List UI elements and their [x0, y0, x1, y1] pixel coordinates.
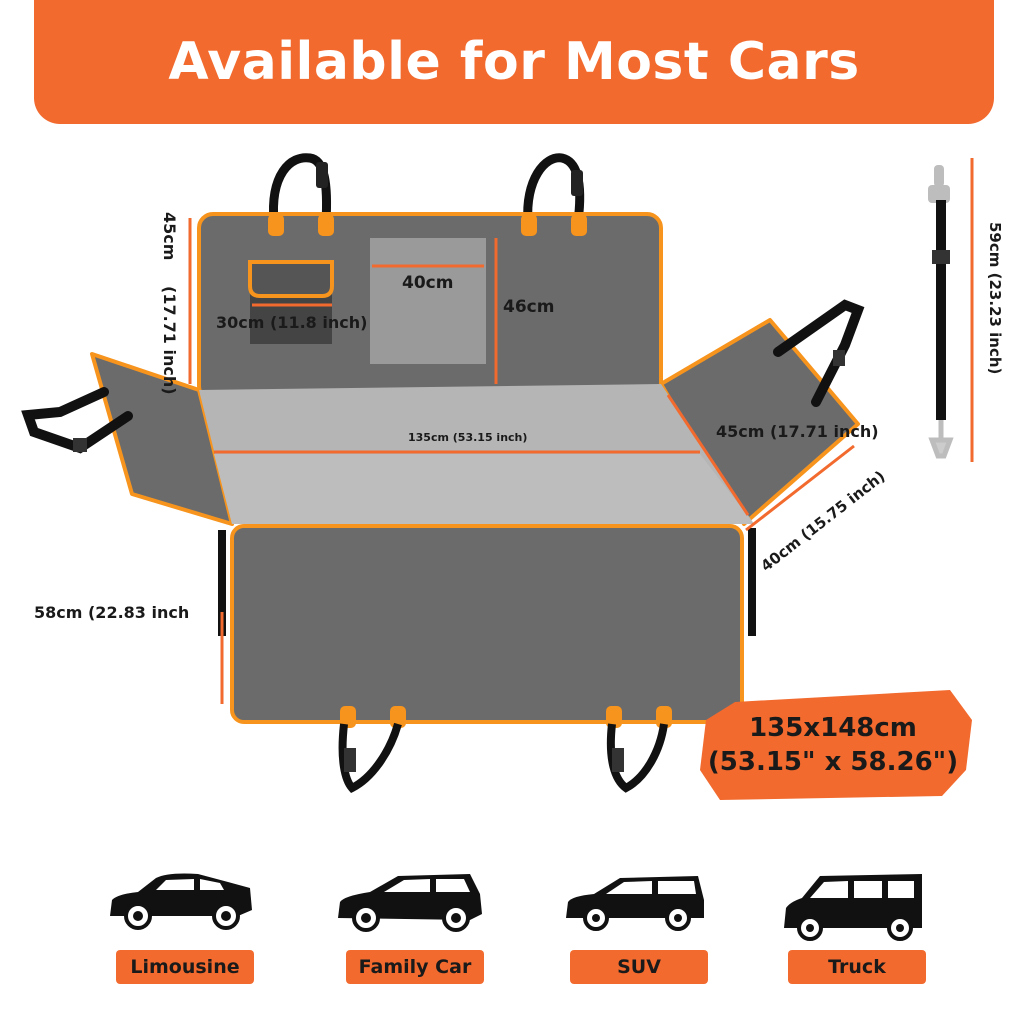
label-backrest-height: 45cm — [160, 212, 179, 260]
suv-icon — [566, 876, 704, 931]
total-size-badge — [700, 690, 972, 800]
total-size-cm: 135x148cm — [749, 713, 917, 743]
front-flap — [230, 524, 744, 724]
label-front-flap-height: 58cm (22.83 inch — [34, 603, 189, 622]
banner-title: Available for Most Cars — [168, 32, 860, 92]
car-label-family-car: Family Car — [346, 950, 484, 984]
car-label-suv: SUV — [570, 950, 708, 984]
strap-buckle — [316, 162, 328, 188]
seat-panel-front — [214, 454, 754, 524]
family-car-icon — [338, 874, 482, 932]
strap-buckle — [612, 748, 624, 772]
strap-anchor — [268, 214, 284, 236]
label-backrest-height-inch: (17.71 inch) — [160, 286, 179, 395]
strap-anchor — [340, 706, 356, 728]
strap-buckle — [833, 350, 845, 366]
headrest-strap-left — [268, 153, 332, 227]
seat-belt — [928, 165, 954, 459]
front-strap-left — [338, 722, 402, 793]
strap-buckle — [344, 748, 356, 772]
label-pocket-width: 30cm (11.8 inch) — [216, 313, 367, 332]
strap-anchor — [571, 214, 587, 236]
limousine-icon — [110, 873, 252, 930]
strap-anchor — [521, 214, 537, 236]
car-types: Limousine Family Car SUV Truck — [0, 850, 1024, 1024]
mesh-window — [370, 238, 486, 364]
strap-buckle — [73, 438, 87, 452]
strap-anchor — [390, 706, 406, 728]
strap-anchor — [606, 706, 622, 728]
label-belt-length: 59cm (23.23 inch) — [986, 222, 1004, 374]
strap-anchor — [656, 706, 672, 728]
pocket-flap — [248, 260, 334, 298]
car-label-limousine: Limousine — [116, 950, 254, 984]
front-strap-right — [606, 723, 668, 793]
side-flap-strap-left — [21, 387, 133, 454]
car-label-truck: Truck — [788, 950, 926, 984]
label-seat-width: 135cm (53.15 inch) — [408, 431, 527, 444]
label-window-width: 40cm — [402, 273, 453, 293]
label-window-height: 46cm — [503, 297, 554, 317]
truck-icon — [784, 874, 922, 941]
measurement-lines — [188, 158, 974, 704]
total-size-inch: (53.15" x 58.26") — [708, 747, 958, 777]
label-side-flap-length: 45cm (17.71 inch) — [716, 422, 879, 441]
strap-buckle — [571, 170, 583, 196]
title-banner: Available for Most Cars — [34, 0, 994, 124]
strap-anchor — [318, 214, 334, 236]
